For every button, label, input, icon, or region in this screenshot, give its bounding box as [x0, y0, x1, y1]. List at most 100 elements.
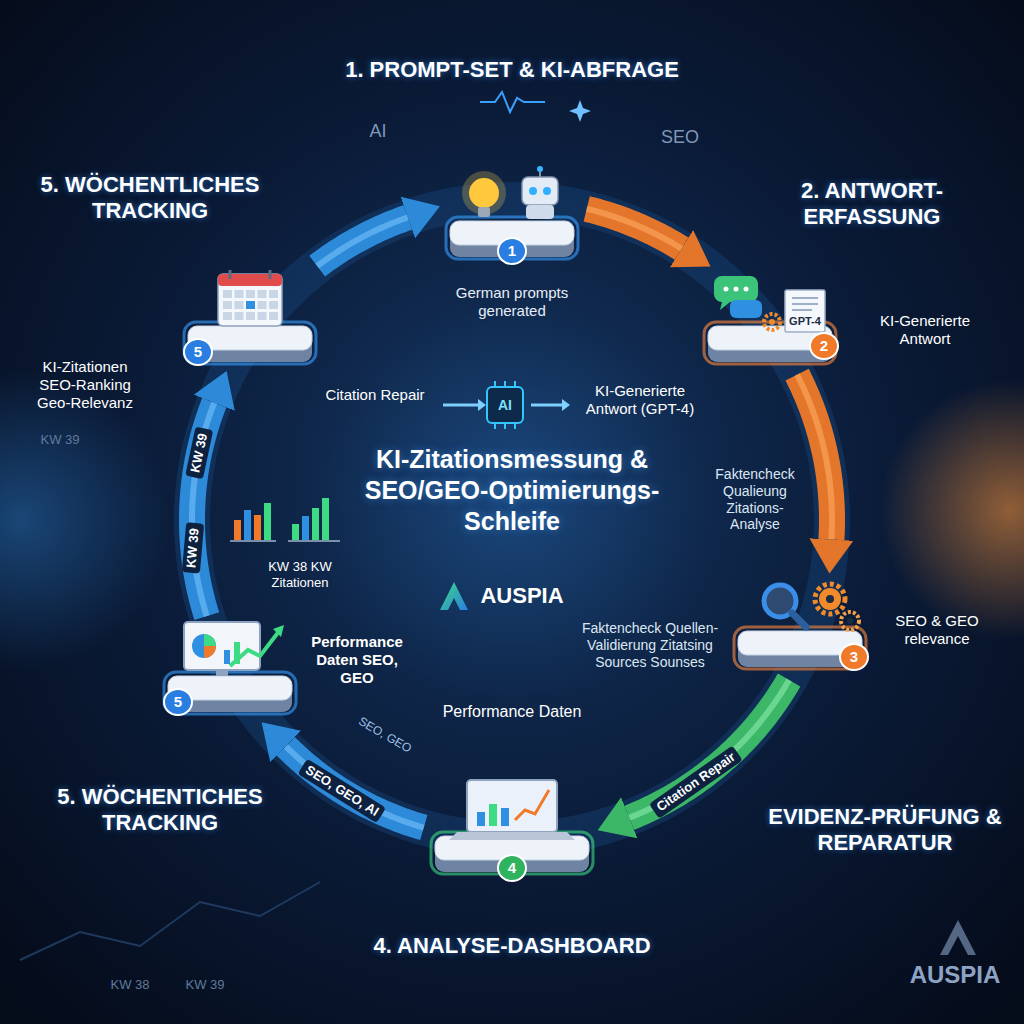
calendar-cell: [258, 312, 267, 320]
step-heading: 5. WÖCHENTLICHES TRACKING: [25, 172, 275, 224]
arrow-highlight: [797, 375, 832, 540]
arrow-highlight: [587, 209, 682, 249]
gear-hub: [769, 319, 775, 325]
text-label: KI-Generierte Antwort (GPT-4): [575, 382, 705, 418]
chat-dot: [734, 287, 739, 292]
text-label: GPT-4: [789, 315, 821, 328]
calendar-cell: [223, 312, 232, 320]
calendar-cell: [246, 312, 255, 320]
arrow-highlight: [286, 746, 424, 827]
text-label: Faktencheck Quellen-Validierung Zitatsin…: [578, 620, 723, 670]
robot-eye: [543, 187, 551, 195]
blue-glow: [0, 370, 170, 670]
text-label: KW 38 KW Zitationen: [253, 559, 348, 590]
chat-dot: [724, 287, 729, 292]
process-platform: 4. ANALYSE-DASHBOARD4: [427, 780, 597, 880]
robot-body: [526, 205, 554, 219]
chart-bar: [292, 524, 299, 540]
monitor-bar: [224, 650, 230, 664]
sparkle: [569, 100, 591, 122]
process-platform: 1. PROMPT-SET & KI-ABFRAGE1: [442, 165, 582, 265]
calendar-cell: [258, 290, 267, 298]
chart-bar: [254, 515, 261, 540]
screen-bar: [489, 804, 497, 826]
calendar-cell: [269, 301, 278, 309]
text-label: Performance Daten SEO, GEO: [307, 633, 407, 687]
screen-bar: [477, 812, 485, 826]
chip-pins: [495, 381, 515, 429]
connector-group: [629, 680, 789, 818]
connector-group: [587, 209, 682, 249]
edge-label: KW 39: [182, 522, 204, 573]
diagram-title: KI-Zitationsmessung & SEO/GEO-Optimierun…: [342, 444, 682, 537]
calendar-cell: [235, 301, 244, 309]
text-label: AI: [369, 121, 386, 143]
process-platform: 5. WÖCHENTICHES TRACKING5: [160, 620, 300, 720]
chart-bar: [312, 508, 319, 540]
step-number: 5: [163, 688, 193, 716]
step-heading: 5. WÖCHENTICHES TRACKING: [40, 784, 280, 836]
robot-antenna-tip: [537, 166, 543, 172]
calendar-cell: [235, 312, 244, 320]
ring-halo: [192, 200, 832, 840]
text-label: KW 39: [185, 427, 213, 479]
chart-axis: [288, 540, 340, 542]
cycle-arrow: [317, 217, 408, 266]
chip-arrow-head: [562, 399, 570, 411]
chip-arrow-line: [531, 404, 562, 407]
step-heading: EVIDENZ-PRÜFUNG & REPARATUR: [768, 804, 1003, 856]
calendar-cell: [258, 301, 267, 309]
robot-eye: [529, 187, 537, 195]
gear-teeth: [841, 612, 859, 630]
chip-arrow-head: [478, 399, 486, 411]
calendar-cell: [246, 290, 255, 298]
laptop-base: [449, 832, 575, 840]
pulse-line: [480, 92, 545, 112]
step-number: 3: [839, 643, 869, 671]
chart-bar: [302, 516, 309, 540]
step-number: 1: [497, 237, 527, 265]
chat-bubble: [730, 300, 762, 318]
process-platform: 5. WÖCHENTLICHES TRACKING5: [180, 270, 320, 370]
orange-glow: [880, 380, 1024, 640]
calendar-cell: [269, 312, 278, 320]
text-label: KW 39: [40, 432, 79, 448]
chat-tail: [720, 302, 730, 310]
cycle-arrow: [286, 746, 424, 827]
connector-group: [286, 746, 424, 827]
magnifier-handle: [792, 613, 806, 627]
text-label: German prompts generated: [437, 284, 587, 320]
monitor-screen: [184, 622, 260, 670]
robot-head: [522, 177, 558, 205]
laptop-screen: [467, 780, 557, 832]
trend-arrow-head: [273, 625, 284, 637]
chip-arrow-line: [443, 404, 478, 407]
connector-group: [797, 375, 832, 540]
screen-bar: [501, 808, 509, 826]
calendar-cell: [223, 301, 232, 309]
chart-bar: [264, 503, 271, 540]
text-label: KI-Zitationen SEO-Ranking Geo-Relevanz: [28, 358, 143, 412]
trend-arrow: [230, 630, 280, 666]
step-number: 5: [183, 338, 213, 366]
screen-trend: [515, 790, 549, 820]
logo-mark: [440, 582, 468, 610]
chart-bar: [322, 498, 329, 540]
calendar-cell: [223, 290, 232, 298]
edge-label: SEO, GEO, AI: [298, 759, 387, 824]
text-label: SEO, GEO: [356, 714, 414, 756]
watermark-logo: [940, 920, 976, 955]
monitor-stand: [216, 670, 228, 676]
pie-slice: [204, 646, 216, 658]
faint-trend-line: [20, 882, 320, 960]
gear-icon: [819, 588, 841, 610]
calendar-icon: [218, 274, 282, 326]
chart-axis: [230, 540, 276, 542]
text-label: SEO: [661, 127, 699, 149]
text-label: KI-Generierte Antwort: [865, 312, 985, 348]
gear-teeth: [815, 584, 845, 614]
connector-group: [317, 217, 408, 266]
text-label: KW 38: [110, 977, 149, 993]
pie-slice: [204, 634, 216, 646]
chart-bar: [234, 520, 241, 540]
